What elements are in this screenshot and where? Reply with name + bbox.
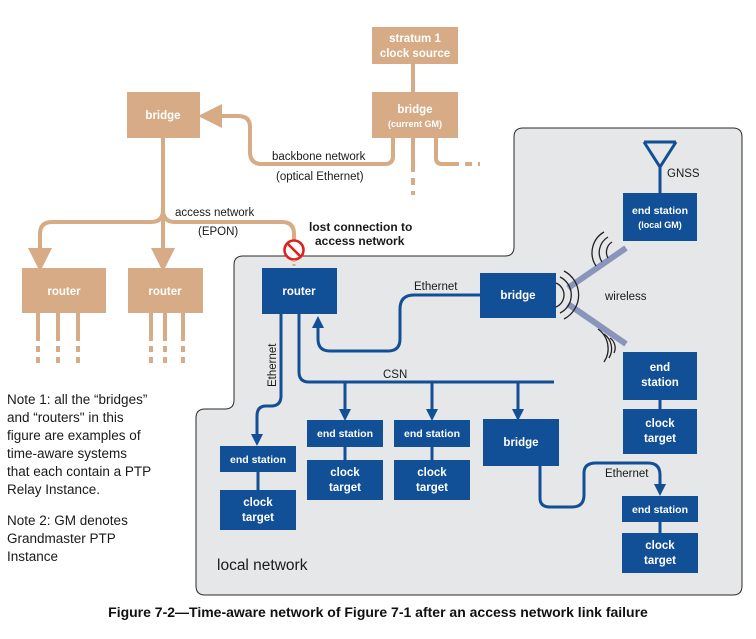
local-bridge-lower-box: bridge: [483, 419, 559, 466]
clock-source-box: stratum 1 clock source: [372, 27, 458, 64]
ethernet-top-label: Ethernet: [414, 281, 458, 293]
end-station-wireless-box: end station: [623, 352, 697, 400]
svg-text:target: target: [644, 555, 676, 567]
end-station-1-box: end station: [220, 446, 296, 472]
epon-label: (EPON): [198, 226, 238, 238]
lost-connection-label-line2: access network: [315, 234, 405, 248]
svg-text:stratum 1: stratum 1: [389, 33, 441, 45]
note-2: Note 2: GM denotes Grandmaster PTP Insta…: [7, 513, 128, 564]
svg-text:bridge: bridge: [397, 104, 432, 116]
local-network-label: local network: [217, 557, 308, 574]
clock-target-2-box: clock target: [307, 460, 383, 500]
svg-text:router: router: [282, 286, 316, 298]
svg-text:bridge: bridge: [145, 110, 180, 122]
svg-text:target: target: [242, 512, 274, 524]
svg-text:target: target: [644, 433, 676, 445]
clock-target-1-box: clock target: [220, 490, 296, 530]
svg-text:station: station: [641, 377, 679, 389]
svg-text:(current GM): (current GM): [388, 119, 442, 129]
svg-text:bridge: bridge: [500, 290, 535, 302]
gnss-antenna-icon: [642, 140, 678, 170]
local-bridge-main-box: bridge: [480, 273, 556, 318]
svg-text:clock: clock: [417, 467, 447, 479]
end-station-2-box: end station: [307, 420, 383, 447]
optical-ethernet-label: (optical Ethernet): [276, 171, 364, 183]
svg-text:clock: clock: [330, 467, 360, 479]
gm-bridge-box: bridge (current GM): [372, 92, 458, 138]
svg-text:target: target: [416, 482, 448, 494]
svg-text:router: router: [47, 286, 81, 298]
svg-text:clock source: clock source: [380, 48, 450, 60]
svg-text:clock: clock: [645, 540, 675, 552]
note-1: Note 1: all the “bridges” and “routers" …: [7, 392, 152, 497]
wireless-arcs: [555, 231, 616, 363]
svg-text:(local GM): (local GM): [638, 220, 682, 230]
svg-text:end station: end station: [230, 454, 286, 466]
backbone-network-label: backbone network: [272, 151, 366, 163]
svg-text:end station: end station: [404, 428, 460, 440]
router-middle-box: router: [128, 268, 203, 313]
svg-text:bridge: bridge: [503, 437, 538, 449]
gnss-label: GNSS: [667, 168, 700, 180]
end-station-3-box: end station: [394, 420, 470, 447]
svg-text:clock: clock: [243, 497, 273, 509]
clock-target-wireless-box: clock target: [623, 409, 697, 454]
csn-label: CSN: [383, 369, 407, 381]
svg-text:router: router: [148, 286, 182, 298]
svg-text:end station: end station: [632, 504, 688, 516]
end-station-gm-box: end station (local GM): [623, 193, 697, 241]
lost-connection-label-line1: lost connection to: [309, 220, 412, 234]
svg-text:end: end: [650, 362, 670, 374]
ethernet-lower-label: Ethernet: [605, 468, 649, 480]
wireless-links: [566, 245, 628, 347]
lost-connection-icon: [283, 239, 305, 261]
ethernet-vertical-label: Ethernet: [267, 343, 279, 387]
backbone-links: [28, 63, 480, 365]
svg-text:target: target: [329, 482, 361, 494]
wireless-label: wireless: [604, 291, 647, 303]
figure-caption: Figure 7-2—Time-aware network of Figure …: [108, 604, 648, 620]
backbone-bridge-box: bridge: [127, 92, 200, 138]
clock-target-3-box: clock target: [394, 460, 470, 500]
svg-text:end station: end station: [317, 428, 373, 440]
local-router-box: router: [262, 268, 337, 314]
clock-target-4-box: clock target: [622, 533, 698, 573]
end-station-4-box: end station: [622, 496, 698, 522]
router-left-box: router: [22, 268, 106, 313]
svg-text:clock: clock: [645, 418, 675, 430]
access-network-label: access network: [175, 207, 255, 219]
local-links: [251, 167, 666, 533]
svg-text:end station: end station: [632, 205, 688, 217]
